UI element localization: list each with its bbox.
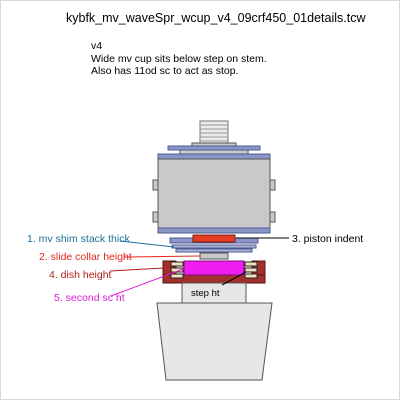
- label-step-ht: step ht: [191, 288, 220, 299]
- leader-lines: [109, 237, 289, 297]
- slide-collar-leader: [123, 255, 201, 258]
- drawing-title: kybfk_mv_waveSpr_wcup_v4_09crf450_01deta…: [66, 11, 366, 25]
- note-version: v4: [91, 40, 103, 52]
- wave-spring-left: [170, 261, 184, 279]
- second-stop-collar: [183, 260, 245, 276]
- label-dish-height: 4. dish height: [49, 269, 112, 281]
- notes-block: v4 Wide mv cup sits below step on stem. …: [91, 40, 267, 78]
- shim-stack-leader: [119, 240, 175, 248]
- label-shim-stack: 1. mv shim stack thick: [27, 233, 130, 245]
- label-second-sc: 5. second sc ht: [54, 292, 125, 304]
- label-piston-indent: 3. piston indent: [292, 233, 364, 245]
- dish-height-leader: [109, 267, 165, 272]
- step-ht-leader: [221, 271, 247, 286]
- slide-collar: [199, 252, 229, 260]
- note-line-2: Also has 11od sc to act as stop.: [91, 65, 239, 77]
- lower-insert: [156, 282, 273, 381]
- label-slide-collar: 2. slide collar height: [39, 251, 132, 263]
- threaded-stem: [199, 120, 229, 146]
- wave-spring-right: [244, 261, 258, 279]
- second-sc-leader: [110, 267, 187, 297]
- piston-indent-bar: [192, 234, 236, 243]
- valve-body: [152, 158, 276, 231]
- mv-shim-stack: [171, 244, 257, 253]
- note-line-1: Wide mv cup sits below step on stem.: [91, 52, 267, 65]
